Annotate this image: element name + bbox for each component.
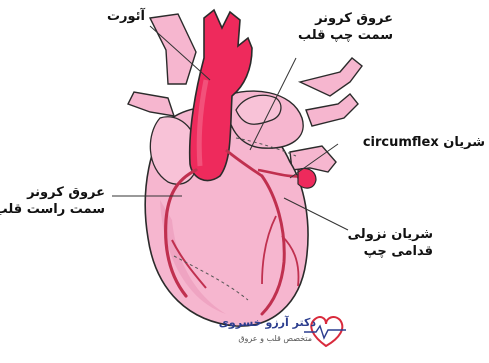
right-coronary-label-line1: عروق کرونر xyxy=(0,184,105,201)
label-circumflex: شریان circumflex xyxy=(363,134,485,151)
aorta-label-text: آئورت xyxy=(107,9,145,24)
label-right-coronary: عروق کرونر سمت راست قلب xyxy=(0,184,105,218)
logo-subtitle: متخصص قلب و عروق xyxy=(238,334,312,343)
circumflex-vessel-end xyxy=(298,168,316,188)
vena-cava-top xyxy=(150,14,196,84)
logo-name: دکتر آرزو خسروی xyxy=(219,316,316,329)
clinic-logo: دکتر آرزو خسروی متخصص قلب و عروق xyxy=(200,312,350,362)
left-coronary-label-line2: سمت چپ قلب xyxy=(298,27,393,44)
right-coronary-label-line2: سمت راست قلب xyxy=(0,201,105,218)
pulmonary-vein-right-upper xyxy=(300,58,362,96)
pulmonary-vein-left xyxy=(128,92,174,116)
pulmonary-vein-right-mid xyxy=(306,94,358,126)
left-coronary-label-line1: عروق کرونر xyxy=(298,10,393,27)
label-lad: شریان نزولی قدامی چپ xyxy=(348,226,433,260)
circumflex-label-text: شریان circumflex xyxy=(363,135,485,150)
lad-label-line1: شریان نزولی xyxy=(348,226,433,243)
label-left-coronary: عروق کرونر سمت چپ قلب xyxy=(298,10,393,44)
label-aorta: آئورت xyxy=(107,8,145,25)
lad-label-line2: قدامی چپ xyxy=(348,243,433,260)
